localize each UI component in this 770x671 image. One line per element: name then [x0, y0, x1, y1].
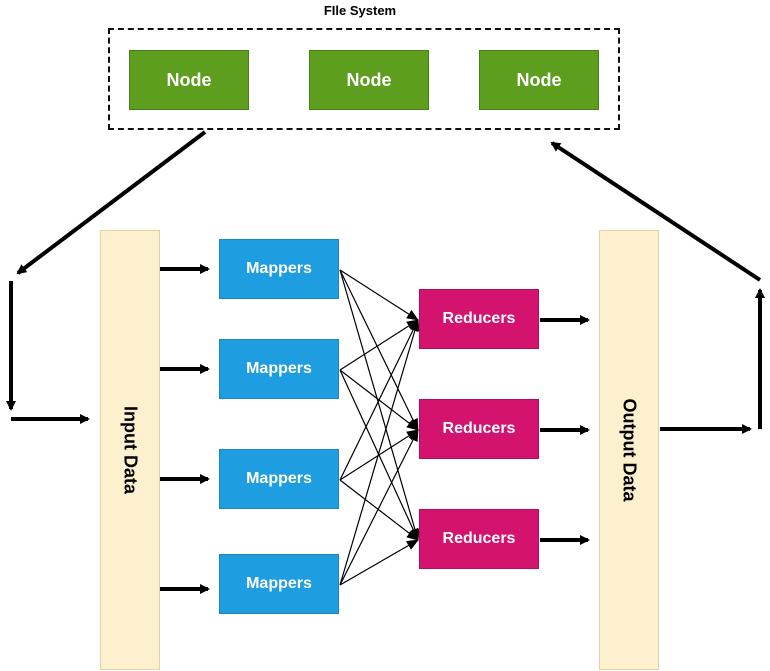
- file-system-node-3: Node: [479, 50, 599, 110]
- input-data-bar: Input Data: [100, 230, 160, 670]
- mapper-box-4: Mappers: [219, 554, 339, 614]
- fs-to-input-arrow: [16, 130, 207, 275]
- output-data-label: Output Data: [619, 398, 640, 502]
- mapper-box-1: Mappers: [219, 239, 339, 299]
- input-data-label: Input Data: [120, 406, 141, 494]
- file-system-title: FIle System: [323, 3, 397, 18]
- file-system-node-2: Node: [309, 50, 429, 110]
- mapper-box-3: Mappers: [219, 449, 339, 509]
- reducer-box-1: Reducers: [419, 289, 539, 349]
- shuffle-connections: [339, 269, 420, 586]
- mapper-box-2: Mappers: [219, 339, 339, 399]
- reducer-box-3: Reducers: [419, 509, 539, 569]
- file-system-container: [108, 28, 620, 130]
- output-data-bar: Output Data: [599, 230, 659, 670]
- output-to-fs-arrow: [550, 141, 762, 282]
- file-system-node-1: Node: [129, 50, 249, 110]
- reducer-box-2: Reducers: [419, 399, 539, 459]
